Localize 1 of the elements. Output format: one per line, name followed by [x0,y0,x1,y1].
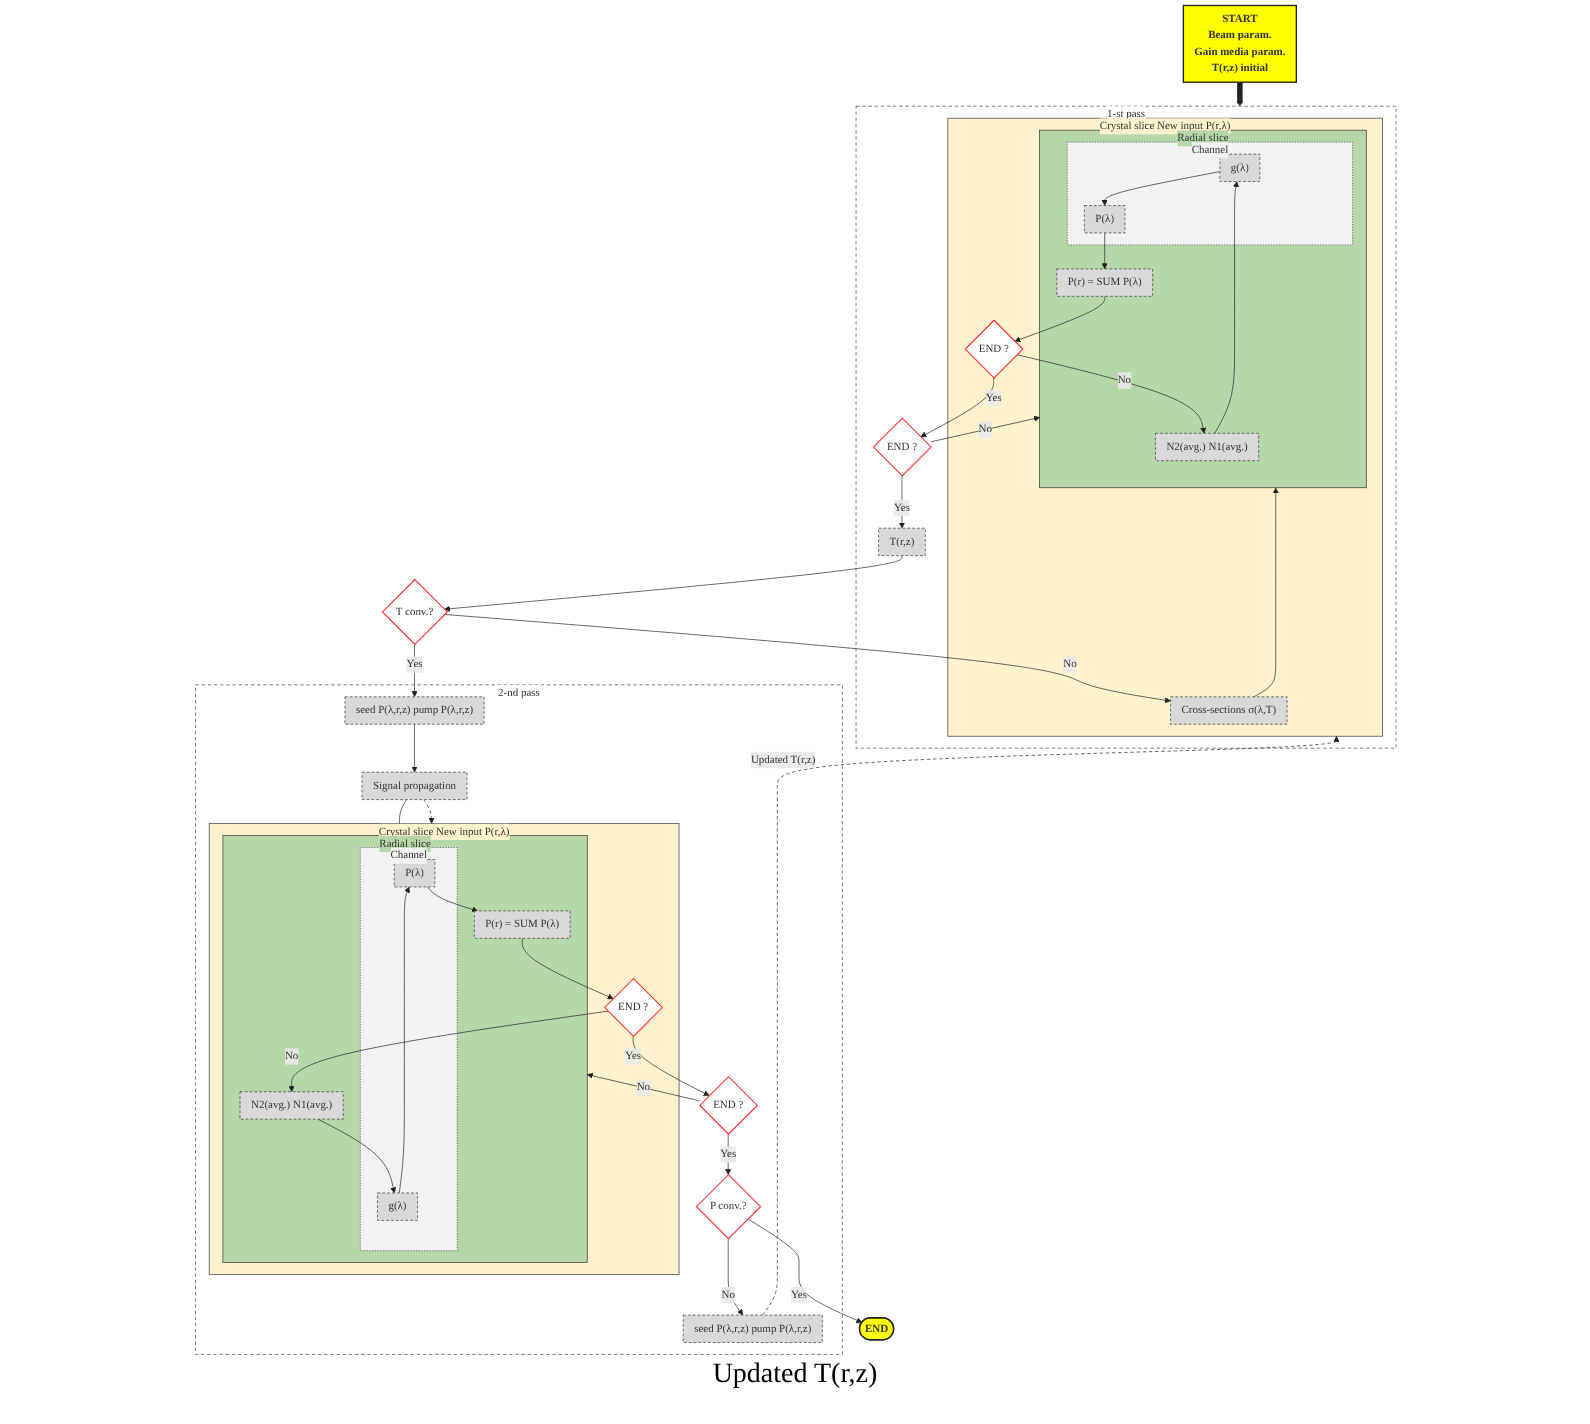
note-text: Updated T(r,z) [712,1360,878,1392]
